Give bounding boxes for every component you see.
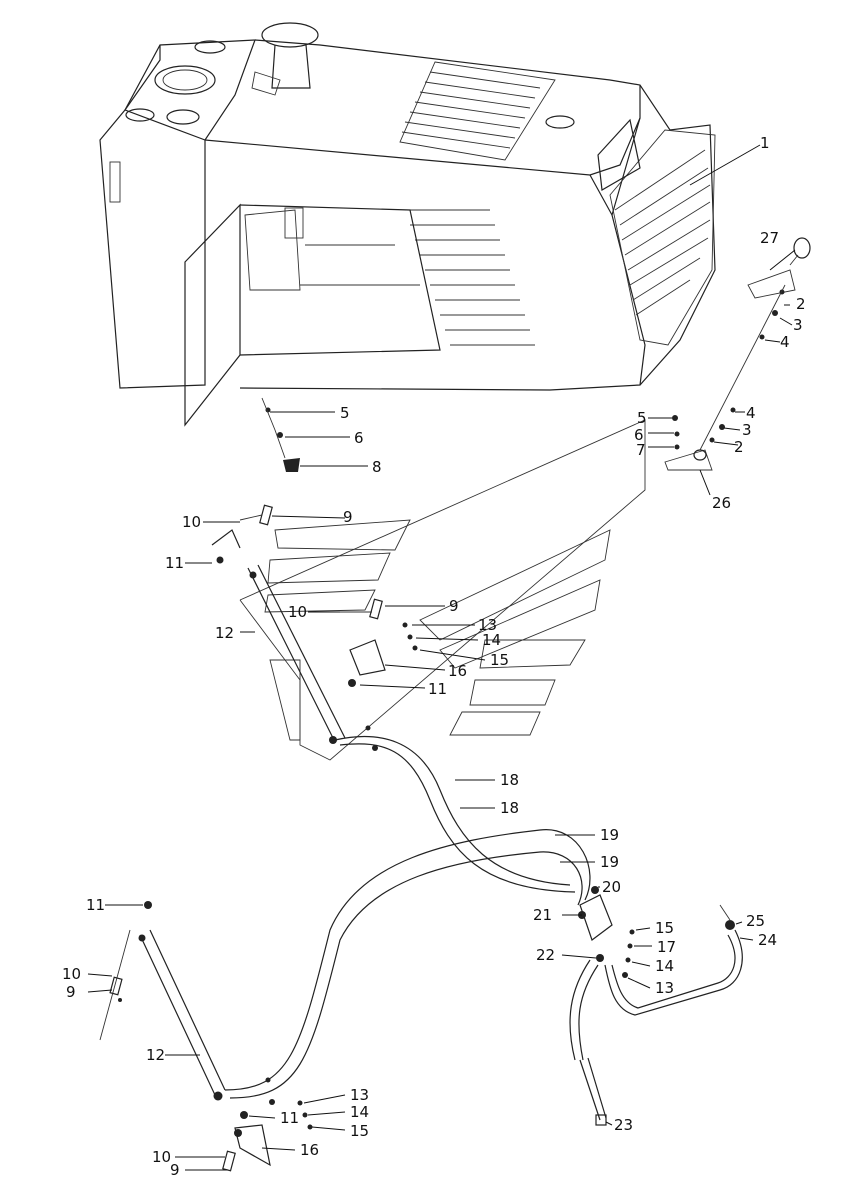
cab-panel-outline [239,419,646,761]
callout-6: 6 [354,429,364,447]
callout-labels: 1 27 2 3 4 5 6 8 5 6 7 4 3 2 26 10 9 11 … [62,134,806,1179]
callout-16: 16 [448,662,467,680]
callout-15: 15 [490,651,509,669]
callout-4: 4 [746,404,756,422]
callout-10: 10 [62,965,81,983]
callout-21: 21 [533,906,552,924]
callout-10: 10 [152,1148,171,1166]
callout-3: 3 [793,316,803,334]
callout-14: 14 [482,631,501,649]
callout-15: 15 [655,919,674,937]
callout-13: 13 [478,616,497,634]
callout-2: 2 [796,295,806,313]
callout-22: 22 [536,946,555,964]
callout-1: 1 [760,134,770,152]
callout-9: 9 [449,597,459,615]
callout-25: 25 [746,912,765,930]
callout-7: 7 [636,441,646,459]
engine-hood-assembly [99,22,716,427]
callout-2: 2 [734,438,744,456]
callout-13: 13 [655,979,674,997]
callout-3: 3 [742,421,752,439]
callout-10: 10 [182,513,201,531]
callout-17: 17 [657,938,676,956]
callout-11: 11 [280,1109,299,1127]
callout-14: 14 [350,1103,369,1121]
callout-4: 4 [780,333,790,351]
callout-5: 5 [637,409,647,427]
callout-14: 14 [655,957,674,975]
callout-27: 27 [760,229,779,247]
callout-11: 11 [165,554,184,572]
callout-24: 24 [758,931,777,949]
callout-11: 11 [86,896,105,914]
callout-18: 18 [500,799,519,817]
callout-16: 16 [300,1141,319,1159]
callout-9: 9 [66,983,76,1001]
callout-12: 12 [215,624,234,642]
callout-23: 23 [614,1116,633,1134]
callout-18: 18 [500,771,519,789]
callout-5: 5 [340,404,350,422]
callout-6: 6 [634,426,644,444]
callout-13: 13 [350,1086,369,1104]
callout-20: 20 [602,878,621,896]
callout-11: 11 [428,680,447,698]
callout-9: 9 [343,508,353,526]
callout-9: 9 [170,1161,180,1179]
callout-26: 26 [712,494,731,512]
callout-10: 10 [288,603,307,621]
callout-19: 19 [600,853,619,871]
small-parts [99,237,811,1172]
callout-19: 19 [600,826,619,844]
callout-15: 15 [350,1122,369,1140]
callout-12: 12 [146,1046,165,1064]
leader-lines [87,144,796,1171]
callout-8: 8 [372,458,382,476]
